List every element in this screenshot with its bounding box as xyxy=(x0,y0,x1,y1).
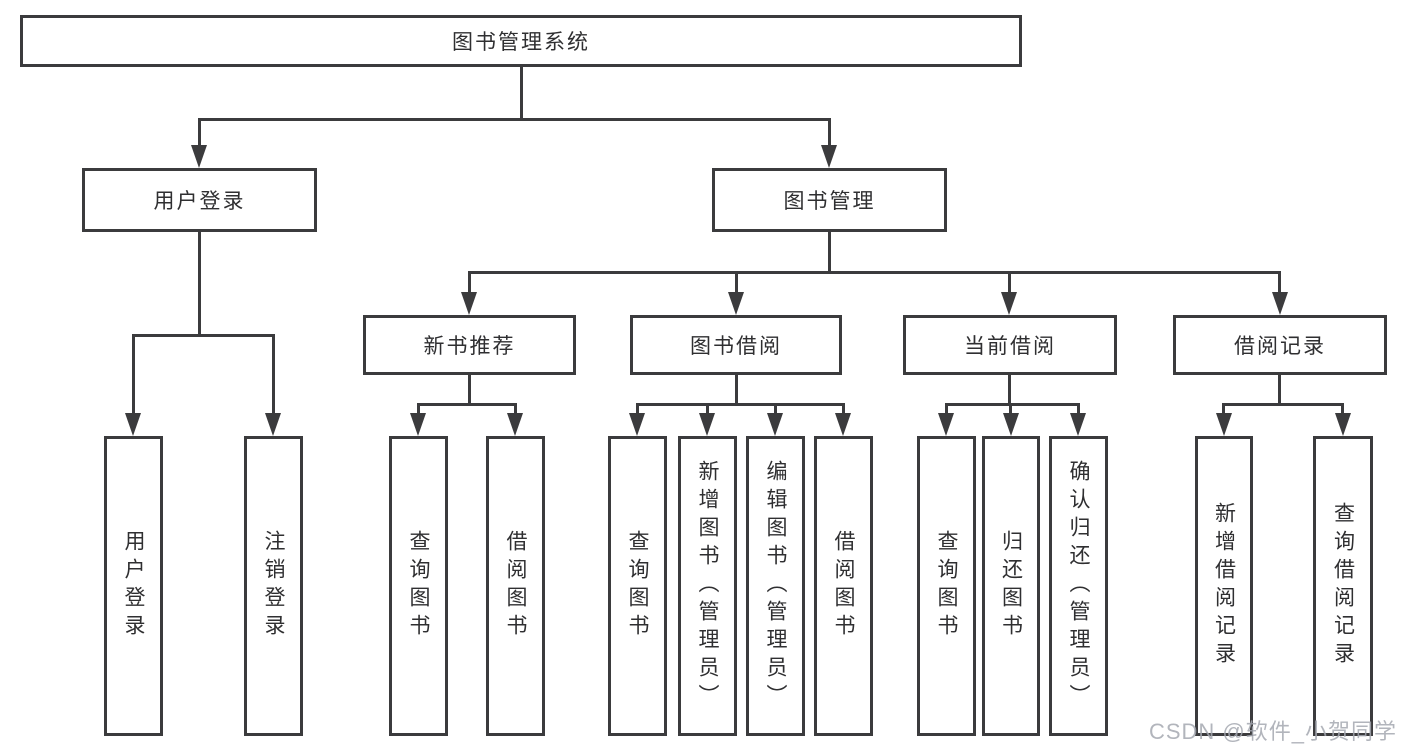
connector-vline xyxy=(417,403,420,416)
connector-vline xyxy=(735,375,738,406)
connector-vline xyxy=(468,271,471,294)
connector-vline xyxy=(1008,375,1011,406)
connector-vline xyxy=(468,375,471,406)
connector-vline xyxy=(1077,403,1080,416)
node-book-borrowing: 图书借阅 xyxy=(630,315,842,375)
connector-hline xyxy=(417,403,516,406)
leaf-logout: 注销登录 xyxy=(244,436,303,736)
leaf-return-books: 归还图书 xyxy=(982,436,1040,736)
connector-vline xyxy=(945,403,948,416)
node-new-book-recommendation: 新书推荐 xyxy=(363,315,576,375)
leaf-borrow-books-recommend: 借阅图书 xyxy=(486,436,545,736)
connector-vline xyxy=(636,403,639,416)
connector-vline xyxy=(828,118,831,147)
arrowhead-down-icon xyxy=(629,413,645,436)
connector-vline xyxy=(1278,271,1281,294)
node-label: 用户登录 xyxy=(153,190,246,213)
connector-vline xyxy=(520,67,523,120)
node-label: 图书借阅 xyxy=(690,335,782,358)
leaf-label: 新增图书（管理员） xyxy=(696,460,719,712)
connector-vline xyxy=(198,232,201,337)
arrowhead-down-icon xyxy=(1003,413,1019,436)
leaf-borrow-books: 借阅图书 xyxy=(814,436,873,736)
connector-vline xyxy=(1278,375,1281,406)
arrowhead-down-icon xyxy=(1216,413,1232,436)
connector-vline xyxy=(828,232,831,274)
leaf-query-books-current: 查询图书 xyxy=(917,436,976,736)
arrowhead-down-icon xyxy=(410,413,426,436)
arrowhead-down-icon xyxy=(125,413,141,436)
connector-vline xyxy=(198,118,201,147)
leaf-query-books-recommend: 查询图书 xyxy=(389,436,448,736)
connector-hline xyxy=(636,403,844,406)
connector-vline xyxy=(842,403,845,416)
connector-hline xyxy=(945,403,1079,406)
arrowhead-down-icon xyxy=(1272,292,1288,315)
arrowhead-down-icon xyxy=(835,413,851,436)
connector-vline xyxy=(1222,403,1225,416)
leaf-label: 查询图书 xyxy=(935,530,958,642)
arrowhead-down-icon xyxy=(461,292,477,315)
node-current-borrowing: 当前借阅 xyxy=(903,315,1117,375)
node-label: 借阅记录 xyxy=(1234,335,1326,358)
arrowhead-down-icon xyxy=(1335,413,1351,436)
connector-vline xyxy=(1008,271,1011,294)
connector-vline xyxy=(774,403,777,416)
leaf-label: 新增借阅记录 xyxy=(1212,502,1236,670)
leaf-add-book-admin: 新增图书（管理员） xyxy=(678,436,737,736)
arrowhead-down-icon xyxy=(1001,292,1017,315)
leaf-edit-book-admin: 编辑图书（管理员） xyxy=(746,436,805,736)
node-user-login: 用户登录 xyxy=(82,168,317,232)
arrowhead-down-icon xyxy=(507,413,523,436)
node-label: 图书管理 xyxy=(783,190,876,213)
leaf-label: 用户登录 xyxy=(122,530,145,642)
node-library-management-system: 图书管理系统 xyxy=(20,15,1022,67)
leaf-confirm-return-admin: 确认归还（管理员） xyxy=(1049,436,1108,736)
arrowhead-down-icon xyxy=(767,413,783,436)
connector-vline xyxy=(706,403,709,416)
node-label: 当前借阅 xyxy=(964,335,1056,358)
arrowhead-down-icon xyxy=(938,413,954,436)
connector-vline xyxy=(272,334,275,415)
leaf-label: 确认归还（管理员） xyxy=(1067,460,1090,712)
leaf-user-login: 用户登录 xyxy=(104,436,163,736)
connector-vline xyxy=(132,334,135,415)
node-label: 图书管理系统 xyxy=(452,31,590,54)
leaf-label: 归还图书 xyxy=(999,530,1023,642)
leaf-label: 编辑图书（管理员） xyxy=(764,460,787,712)
connector-vline xyxy=(735,271,738,294)
arrowhead-down-icon xyxy=(699,413,715,436)
arrowhead-down-icon xyxy=(821,145,837,168)
connector-hline xyxy=(1222,403,1344,406)
node-book-management: 图书管理 xyxy=(712,168,947,232)
arrowhead-down-icon xyxy=(191,145,207,168)
leaf-add-borrow-record: 新增借阅记录 xyxy=(1195,436,1253,736)
connector-hline xyxy=(468,271,1281,274)
leaf-label: 查询借阅记录 xyxy=(1331,502,1355,670)
connector-vline xyxy=(1009,403,1012,416)
node-label: 新书推荐 xyxy=(423,335,516,358)
leaf-label: 借阅图书 xyxy=(832,530,855,642)
connector-hline xyxy=(132,334,275,337)
arrowhead-down-icon xyxy=(265,413,281,436)
leaf-label: 借阅图书 xyxy=(504,530,527,642)
arrowhead-down-icon xyxy=(1070,413,1086,436)
node-borrowing-records: 借阅记录 xyxy=(1173,315,1387,375)
connector-hline xyxy=(198,118,831,121)
connector-vline xyxy=(514,403,517,416)
csdn-watermark: CSDN @软件_小贺同学 xyxy=(1148,719,1397,744)
arrowhead-down-icon xyxy=(728,292,744,315)
leaf-label: 查询图书 xyxy=(407,530,430,642)
leaf-label: 注销登录 xyxy=(262,530,285,642)
leaf-query-books-borrow: 查询图书 xyxy=(608,436,667,736)
leaf-query-borrow-record: 查询借阅记录 xyxy=(1313,436,1373,736)
connector-vline xyxy=(1341,403,1344,416)
leaf-label: 查询图书 xyxy=(626,530,649,642)
